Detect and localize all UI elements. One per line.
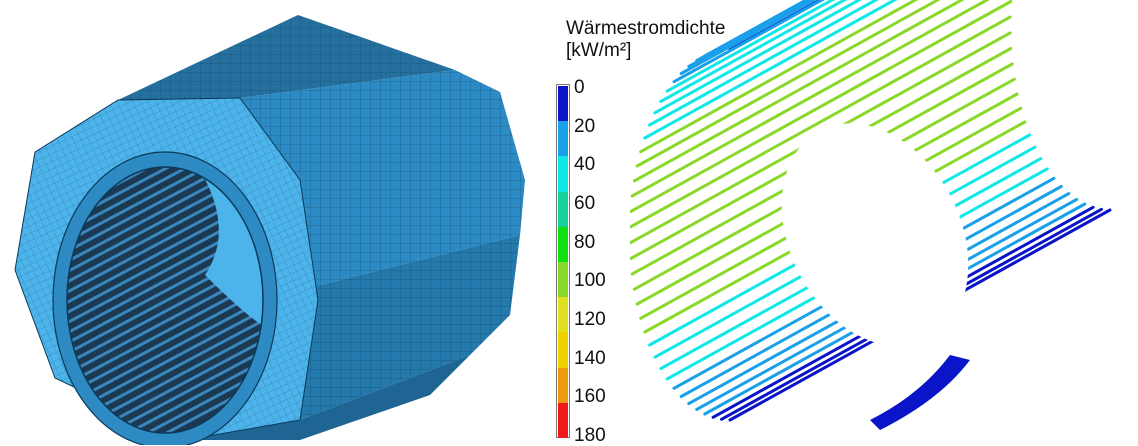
colorbar-segment	[558, 156, 568, 193]
colorbar-segment	[558, 262, 568, 298]
colorbar-tick-label: 60	[574, 193, 596, 214]
legend-title: Wärmestromdichte	[566, 18, 726, 39]
low-flux-region	[870, 355, 970, 430]
colorbar-tick-label: 80	[574, 231, 596, 253]
fin-line	[639, 0, 919, 154]
legend-unit: [kW/m²]	[566, 40, 632, 61]
colorbar-tick-label: 160	[574, 386, 606, 408]
fin-line	[653, 0, 863, 115]
fin-line	[648, 0, 879, 127]
fin-line	[687, 0, 813, 68]
fin-line	[630, 15, 1012, 229]
heat-flux-legend: Wärmestromdichte [kW/m²] 0 20 40 60 80 100 120…	[556, 0, 725, 446]
fin-line	[630, 0, 990, 198]
colorbar-segment	[558, 332, 568, 369]
fin-line	[635, 0, 941, 168]
cooling-fins	[67, 167, 263, 433]
mesh-bottom-face	[185, 355, 470, 440]
colorbar-segment	[558, 367, 568, 404]
colorbar-tick-label: 100	[574, 270, 606, 292]
colorbar-segment	[558, 297, 568, 333]
fin-line	[672, 0, 825, 84]
fin-line	[679, 0, 818, 75]
colorbar-segment	[558, 121, 568, 157]
fin-line	[632, 0, 965, 183]
fin-line	[659, 0, 848, 103]
colorbar-tick-label: 0	[574, 77, 585, 98]
colorbar	[556, 84, 570, 439]
fin-line	[665, 0, 836, 93]
mesh-model-figure	[14, 15, 525, 445]
fin-line	[643, 0, 898, 140]
colorbar-tick-label: 180	[574, 425, 606, 446]
colorbar-tick-label: 20	[574, 115, 596, 137]
fin-heat-flux-lines	[630, 0, 1112, 430]
colorbar-tick-label: 120	[574, 309, 606, 330]
fin-line	[630, 0, 1013, 213]
colorbar-segment	[558, 226, 568, 263]
bore-opening	[781, 123, 969, 347]
colorbar-tick-label: 140	[574, 347, 606, 369]
heat-flux-distribution-figure	[630, 0, 1112, 430]
colorbar-segment	[558, 86, 568, 122]
colorbar-segment	[558, 402, 568, 439]
colorbar-tick-label: 40	[574, 154, 596, 176]
colorbar-segment	[558, 191, 568, 228]
